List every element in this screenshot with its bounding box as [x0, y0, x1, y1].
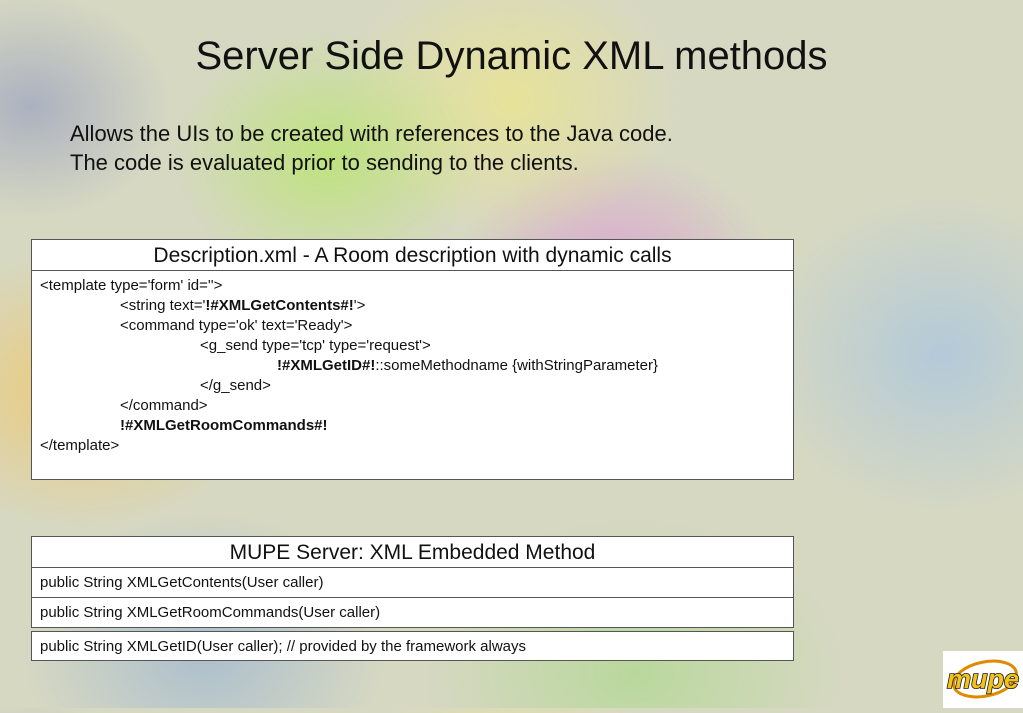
- intro-text: Allows the UIs to be created with refere…: [70, 119, 673, 177]
- method-row: public String XMLGetID(User caller); // …: [31, 631, 794, 661]
- code-text: ::someMethodname {withStringParameter}: [375, 357, 658, 374]
- code-line: !#XMLGetRoomCommands#!: [40, 416, 793, 436]
- code-line: <template type='form' id=''>: [40, 277, 223, 294]
- code-panel: Description.xml - A Room description wit…: [31, 239, 794, 480]
- code-line: </command>: [120, 397, 208, 414]
- code-text: '>: [353, 297, 366, 314]
- code-line: !#XMLGetID#!::someMethodname {withString…: [40, 356, 793, 376]
- intro-line: Allows the UIs to be created with refere…: [70, 121, 673, 146]
- mupe-logo-icon: mupe: [943, 651, 1023, 708]
- code-method-call: !#XMLGetID#!: [277, 357, 376, 374]
- mupe-logo: mupe: [943, 651, 1023, 708]
- intro-line: The code is evaluated prior to sending t…: [70, 150, 579, 175]
- method-row: public String XMLGetContents(User caller…: [31, 568, 794, 598]
- method-panel: MUPE Server: XML Embedded Method public …: [31, 536, 794, 662]
- logo-text: mupe: [947, 664, 1019, 694]
- method-panel-header: MUPE Server: XML Embedded Method: [31, 536, 794, 568]
- code-line: <g_send type='tcp' type='request'>: [200, 337, 431, 354]
- code-text: <string text=': [120, 297, 206, 314]
- code-body: <template type='form' id=''> <string tex…: [32, 271, 793, 456]
- code-line: <command type='ok' text='Ready'>: [120, 317, 353, 334]
- code-line: <string text='!#XMLGetContents#!'>: [40, 296, 793, 316]
- code-method-call: !#XMLGetContents#!: [205, 297, 354, 314]
- code-method-call: !#XMLGetRoomCommands#!: [120, 417, 328, 434]
- method-row: public String XMLGetRoomCommands(User ca…: [31, 598, 794, 628]
- code-line: </template>: [40, 437, 120, 454]
- code-panel-header: Description.xml - A Room description wit…: [32, 240, 793, 271]
- slide-title: Server Side Dynamic XML methods: [195, 34, 828, 78]
- code-line: </g_send>: [200, 377, 271, 394]
